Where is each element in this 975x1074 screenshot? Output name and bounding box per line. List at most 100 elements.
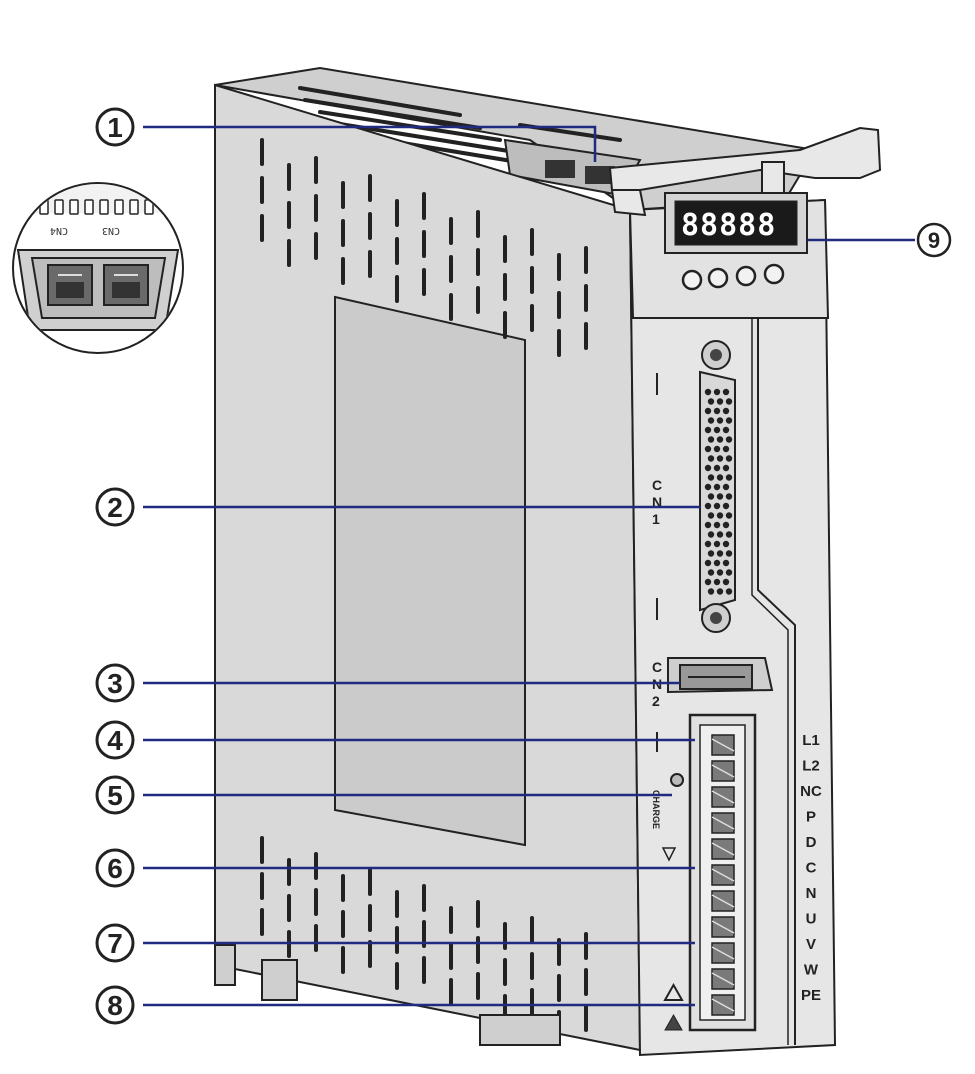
- cn1-pin: [713, 445, 721, 453]
- cn1-pin: [704, 407, 712, 415]
- status-led: [84, 199, 94, 215]
- cn1-pin: [722, 559, 730, 567]
- leader-lines: [143, 125, 915, 1007]
- callout-3: 3: [95, 663, 135, 703]
- terminal-label-c: C: [806, 860, 817, 877]
- key-1[interactable]: [681, 269, 703, 291]
- cn1-pin: [725, 512, 733, 519]
- warning-symbols: [663, 982, 684, 1031]
- callout-1: 1: [95, 107, 135, 147]
- cn1-pin: [725, 550, 733, 557]
- panel-keys[interactable]: [681, 263, 785, 291]
- cn2-char-1: C: [652, 659, 662, 675]
- cn1-pin: [713, 502, 721, 510]
- cn1-pin: [722, 445, 730, 453]
- cn1-pin: [725, 569, 733, 576]
- svg-text:5: 5: [107, 780, 123, 811]
- cn1-pin: [713, 559, 721, 567]
- upper-side-vents: [260, 138, 588, 357]
- cn1-pin: [704, 578, 712, 586]
- terminal-screw: [711, 842, 735, 856]
- drive-body: [214, 66, 837, 1057]
- cn1-pin: [725, 455, 733, 462]
- cn1-char-2: N: [652, 494, 662, 510]
- led-digits: 88888: [681, 208, 776, 243]
- leader-1: [143, 125, 597, 162]
- svg-text:6: 6: [107, 853, 123, 884]
- cn1-pin: [725, 493, 733, 500]
- cn1-pin: [707, 588, 715, 595]
- status-led: [69, 199, 79, 215]
- cn1-pin: [707, 474, 715, 481]
- cn1-pin: [713, 540, 721, 548]
- key-3[interactable]: [735, 265, 757, 287]
- cn1-pin: [704, 483, 712, 491]
- cn1-pin: [704, 445, 712, 453]
- key-4[interactable]: [763, 263, 785, 285]
- cn1-pin: [725, 474, 733, 481]
- cn1-pin: [707, 436, 715, 443]
- terminal-screw: [711, 920, 735, 934]
- cn1-pin: [707, 550, 715, 557]
- cn1-connector: [699, 340, 736, 633]
- terminal-screw: [711, 764, 735, 778]
- cn1-pin: [713, 578, 721, 586]
- cn1-pin: [716, 531, 724, 538]
- callout-5: 5: [95, 775, 135, 815]
- cn1-pin: [704, 388, 712, 396]
- svg-text:3: 3: [107, 668, 123, 699]
- cn1-char-1: C: [652, 477, 662, 493]
- cn1-pin: [713, 426, 721, 434]
- panel-display: 88888: [664, 192, 808, 291]
- lower-side-vents: [260, 836, 588, 1038]
- terminal-screw: [711, 998, 735, 1012]
- cn1-pin: [716, 493, 724, 500]
- cn1-pin: [704, 521, 712, 529]
- key-2[interactable]: [707, 267, 729, 289]
- cn1-pin: [704, 426, 712, 434]
- cn1-pin: [713, 521, 721, 529]
- svg-text:9: 9: [928, 228, 940, 253]
- cn1-pin: [707, 512, 715, 519]
- cn1-pin: [722, 578, 730, 586]
- cn3-cn4-inset: CN4 CN3: [12, 182, 184, 354]
- callout-8: 8: [95, 985, 135, 1025]
- cn1-char-3: 1: [652, 511, 660, 527]
- power-terminal-block: [688, 713, 757, 1032]
- cn1-pin: [725, 531, 733, 538]
- svg-text:1: 1: [107, 112, 123, 143]
- callout-4: 4: [95, 720, 135, 760]
- cn1-pin: [716, 569, 724, 576]
- cn1-pin: [704, 559, 712, 567]
- charge-indicator: CHARGE: [651, 773, 684, 862]
- cn1-pin: [713, 483, 721, 491]
- cn1-pin: [713, 388, 721, 396]
- cn1-pin: [725, 417, 733, 424]
- cn1-pin: [707, 569, 715, 576]
- cn1-pin: [704, 502, 712, 510]
- cn1-pin: [725, 588, 733, 595]
- cn1-pin: [713, 407, 721, 415]
- terminal-label-l2: L2: [802, 758, 820, 775]
- svg-text:2: 2: [107, 492, 123, 523]
- callout-7: 7: [95, 923, 135, 963]
- cn1-pin: [707, 398, 715, 405]
- terminal-screw: [711, 790, 735, 804]
- cn1-pin: [722, 388, 730, 396]
- cn1-label: C N 1: [652, 373, 662, 620]
- status-led: [24, 199, 34, 215]
- terminal-screw: [711, 972, 735, 986]
- cn1-pin: [716, 455, 724, 462]
- status-led: [54, 199, 64, 215]
- cn1-pin: [713, 464, 721, 472]
- cn1-pin: [716, 512, 724, 519]
- callout-9: 9: [916, 222, 952, 258]
- status-led: [114, 199, 124, 215]
- inset-label-left: CN4: [50, 225, 68, 236]
- cn1-pin: [716, 550, 724, 557]
- cn1-pin: [725, 398, 733, 405]
- callout-markers: 1 2 3 4 5 6 7 8: [95, 107, 952, 1025]
- terminal-label-d: D: [806, 834, 817, 851]
